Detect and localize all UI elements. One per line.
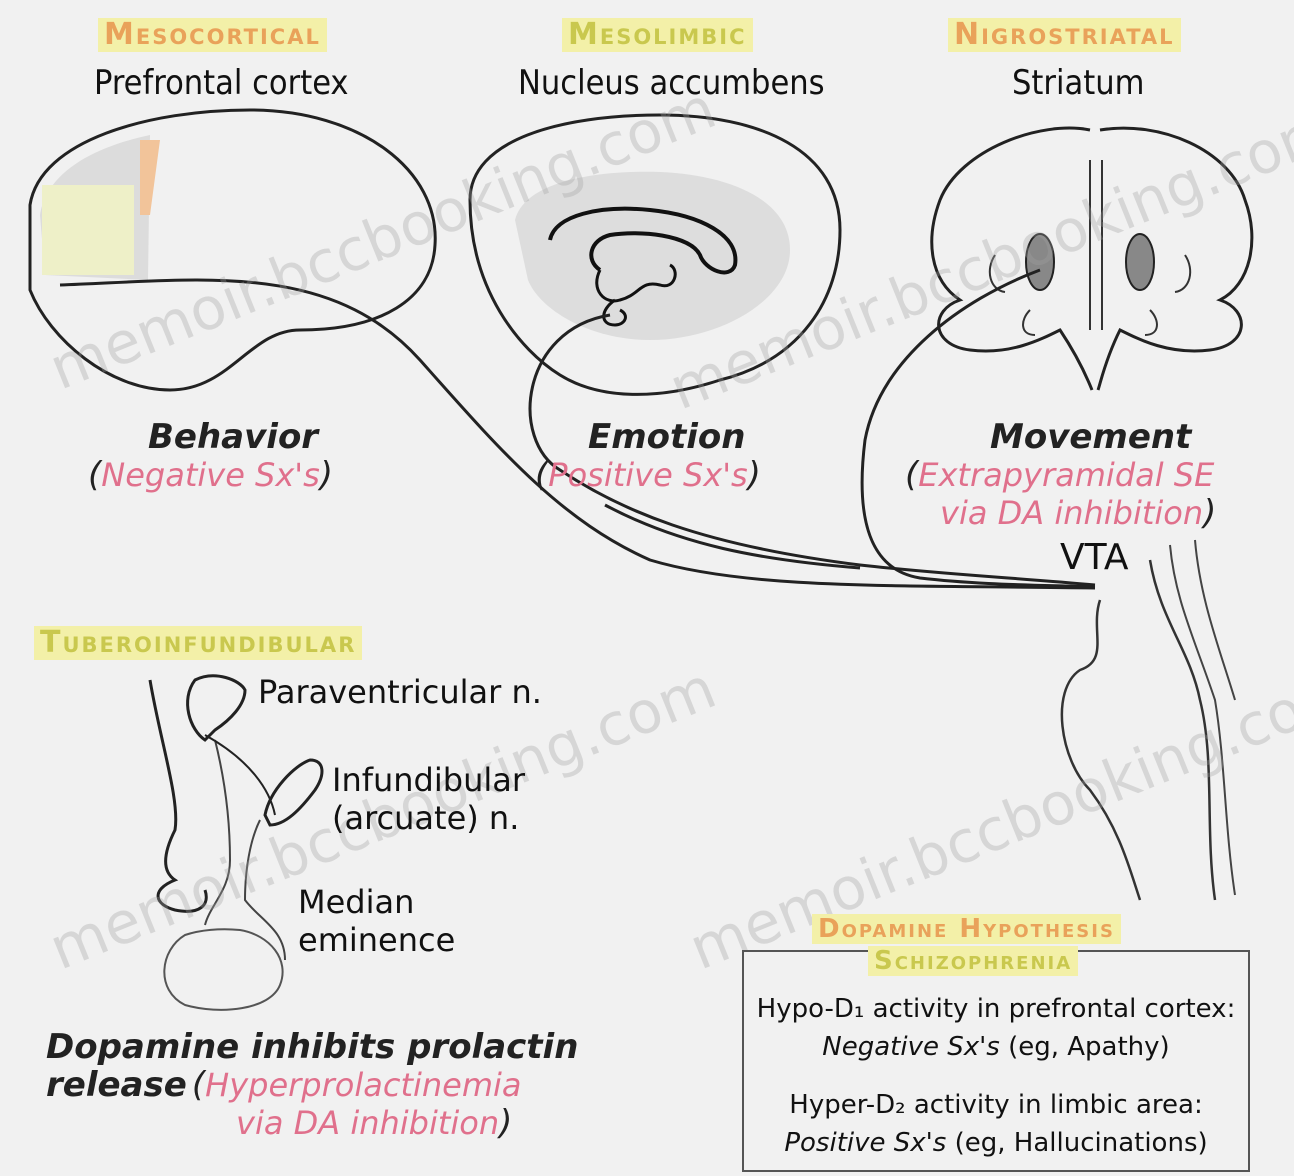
- hyperprolactinemia-text: Hyperprolactinemia: [205, 1066, 521, 1104]
- hyper-example: (eg, Hallucinations): [955, 1128, 1208, 1158]
- median-label-2: eminence: [298, 924, 455, 956]
- extrapyramidal-line: (Extrapyramidal SE: [905, 458, 1214, 492]
- hypo-example: (eg, Apathy): [1008, 1032, 1170, 1062]
- prolactin-line-2: release (Hyperprolactinemia: [46, 1068, 522, 1102]
- limbic-grey-ring: [515, 172, 790, 340]
- emotion-label: Emotion: [588, 420, 745, 454]
- striatum-outline-left: [932, 128, 1092, 390]
- paraventricular-nucleus: [188, 676, 245, 740]
- paraventricular-label: Paraventricular n.: [258, 676, 542, 708]
- pituitary-gland: [164, 929, 282, 1010]
- prefrontal-orange-band: [140, 140, 160, 215]
- pituitary-stalk: [205, 740, 285, 960]
- mesolimbic-header: Mesolimbic: [562, 18, 753, 52]
- extrapyramidal-text: Extrapyramidal SE: [918, 456, 1214, 494]
- tubero-da-inhibition-text: via DA inhibition: [236, 1104, 499, 1142]
- infundibular-label-2: (arcuate) n.: [332, 802, 519, 834]
- striatum-left-nucleus: [1026, 234, 1054, 290]
- da-inhibition-text: via DA inhibition: [940, 494, 1203, 532]
- tuberoinfundibular-header: Tuberoinfundibular: [34, 626, 362, 660]
- midline: [1090, 160, 1102, 330]
- hypothesis-title-1: Dopamine Hypothesis: [812, 914, 1121, 944]
- hypo-line: Hypo-D₁ activity in prefrontal cortex:: [742, 994, 1250, 1024]
- movement-label: Movement: [990, 420, 1191, 454]
- prolactin-line-3: via DA inhibition): [236, 1106, 512, 1140]
- mesocortical-header: Mesocortical: [98, 18, 327, 52]
- median-label-1: Median: [298, 886, 414, 918]
- release-text: release: [46, 1065, 187, 1105]
- positive-sx-line: (Positive Sx's): [535, 458, 761, 492]
- infundibular-label-1: Infundibular: [332, 764, 525, 796]
- da-inhibition-line: via DA inhibition): [940, 496, 1216, 530]
- prefrontal-highlight: [42, 185, 134, 275]
- infundibular-nucleus: [265, 760, 322, 825]
- hyper-effect-line: Positive Sx's (eg, Hallucinations): [742, 1128, 1250, 1158]
- prolactin-line-1: Dopamine inhibits prolactin: [46, 1030, 578, 1064]
- hypo-effect: Negative Sx's: [822, 1032, 1000, 1062]
- hypo-effect-line: Negative Sx's (eg, Apathy): [742, 1032, 1250, 1062]
- negative-sx-line: (Negative Sx's): [88, 458, 333, 492]
- hypothalamus-outline: [150, 680, 206, 911]
- negative-sx-text: Negative Sx's: [101, 456, 320, 494]
- striatum-outline-right: [1098, 128, 1252, 390]
- striatum-label: Striatum: [1012, 66, 1144, 100]
- hypothesis-title-2: Schizophrenia: [868, 946, 1078, 976]
- brainstem-outline: [1062, 560, 1215, 900]
- behavior-label: Behavior: [148, 420, 318, 454]
- striatum-right-nucleus: [1126, 234, 1154, 290]
- prefrontal-cortex-label: Prefrontal cortex: [94, 66, 349, 100]
- positive-sx-text: Positive Sx's: [548, 456, 747, 494]
- nucleus-accumbens-label: Nucleus accumbens: [518, 66, 825, 100]
- hyper-line: Hyper-D₂ activity in limbic area:: [742, 1090, 1250, 1120]
- dopamine-axon: [205, 735, 275, 815]
- vta-label: VTA: [1060, 540, 1128, 576]
- hyper-effect: Positive Sx's: [784, 1128, 946, 1158]
- nigrostriatal-header: Nigrostriatal: [948, 18, 1181, 52]
